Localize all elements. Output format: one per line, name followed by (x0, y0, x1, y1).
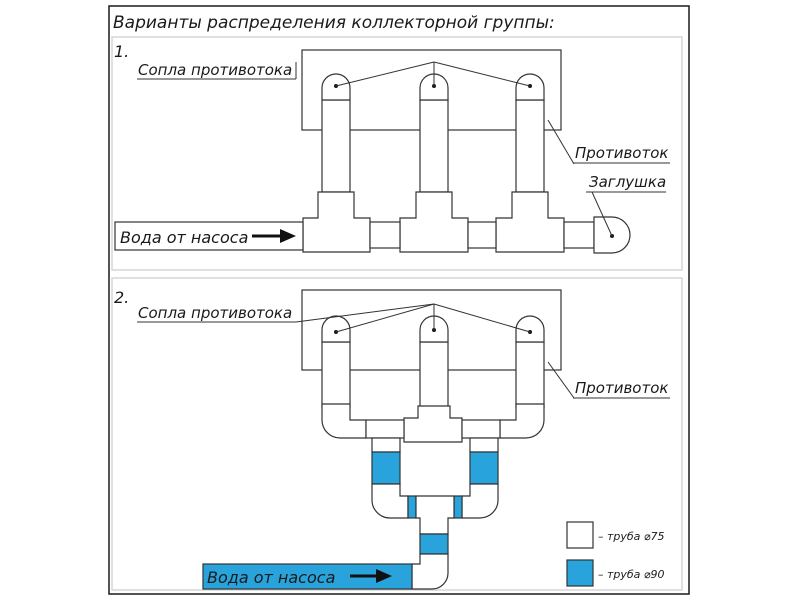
legend-label-pipe-90: – труба ⌀90 (598, 568, 665, 581)
nozzle (321, 315, 351, 343)
nozzles-leader (433, 61, 531, 87)
legend-swatch-pipe-75 (566, 521, 594, 549)
pipe-connector (371, 437, 401, 453)
flow-arrow-head (280, 229, 296, 243)
outer-frame (108, 5, 690, 595)
pipe-90-segment (453, 495, 463, 519)
elbow-fitting (411, 553, 449, 590)
pipe-90-segment (407, 495, 417, 519)
elbow-fitting (499, 403, 545, 439)
nozzles-label: Сопла противотока (138, 304, 292, 322)
tee-fitting (403, 405, 463, 443)
pipe-90-segment (419, 533, 449, 555)
counterflow-label: Противоток (575, 379, 668, 397)
pipe-connector (563, 221, 595, 249)
pipe-connector (467, 221, 497, 249)
tee-fitting (302, 191, 371, 253)
plug-label: Заглушка (589, 173, 666, 191)
legend-label-pipe-75: – труба ⌀75 (598, 530, 665, 543)
pipe-connector (365, 419, 405, 439)
vertical-pipe (419, 341, 449, 409)
pipe-connector (461, 419, 501, 439)
vertical-pipe (419, 99, 449, 193)
nozzles-label: Сопла противотока (138, 61, 292, 79)
nozzles-leader (433, 303, 531, 333)
pipe-connector (369, 221, 401, 249)
vertical-pipe (321, 341, 351, 409)
nozzle (515, 315, 545, 343)
elbow-fitting (321, 403, 367, 439)
variant-2-frame (111, 277, 683, 591)
vertical-pipe (321, 99, 351, 193)
pipe-connector (469, 437, 499, 453)
variant-2-panel: 2. (111, 277, 683, 591)
variant-1-panel: 1. Вода от насоса Сопла противотока (111, 36, 683, 271)
vertical-pipe (515, 341, 545, 409)
nozzles-leader (335, 303, 435, 333)
elbow-fitting (371, 483, 409, 519)
pipe-90-segment (371, 451, 401, 485)
tee-fitting (415, 495, 455, 535)
tee-fitting (399, 191, 469, 253)
vertical-pipe (515, 99, 545, 193)
nozzles-leader (335, 61, 435, 87)
flow-arrow-head (376, 569, 392, 583)
counterflow-leader (547, 119, 575, 165)
elbow-fitting (461, 483, 499, 519)
pipe-90-segment (469, 451, 499, 485)
legend-swatch-pipe-90 (566, 559, 594, 587)
pump-inlet-label: Вода от насоса (120, 228, 248, 247)
pump-inlet-label: Вода от насоса (207, 568, 335, 587)
counterflow-label: Противоток (575, 144, 668, 162)
tee-fitting (495, 191, 565, 253)
plug-leader (591, 191, 613, 237)
page-title: Варианты распределения коллекторной груп… (113, 13, 555, 33)
variant-1-frame (111, 36, 683, 271)
variant-2-number: 2. (114, 288, 129, 307)
legend: – труба ⌀75 – труба ⌀90 (566, 521, 665, 587)
counterflow-leader (547, 361, 575, 399)
nozzles-leader (295, 303, 435, 323)
variant-1-number: 1. (114, 42, 129, 61)
